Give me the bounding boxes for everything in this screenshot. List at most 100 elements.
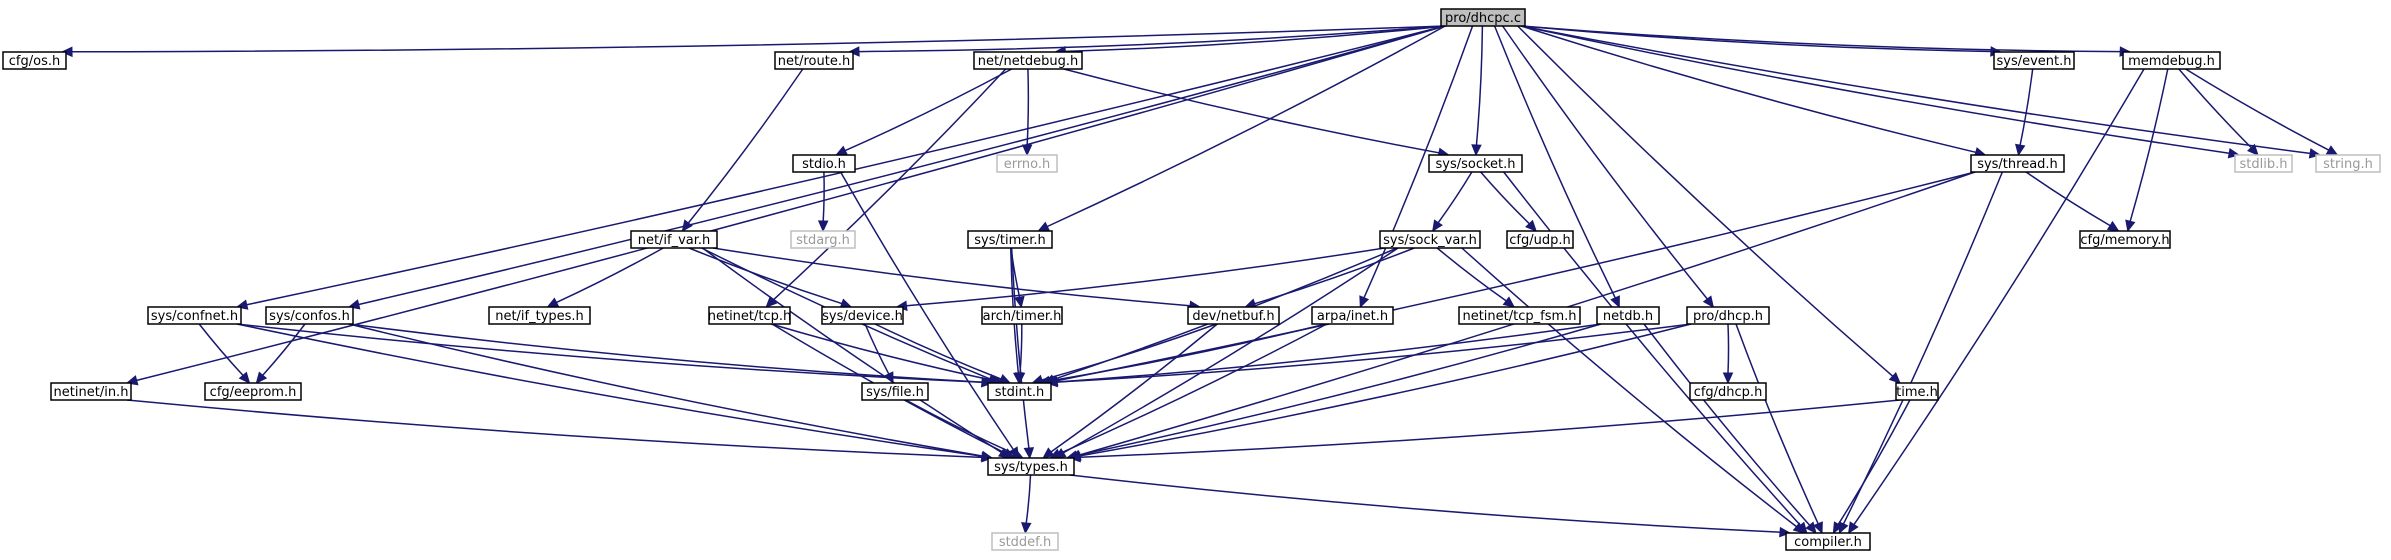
edge-root-to-string [1520,25,2322,159]
edge-arrowhead [1805,521,1817,534]
node-sys-types[interactable]: sys/types.h [987,457,1075,476]
node-box [265,306,354,325]
edge-arrowhead [1014,295,1025,309]
edge-arrowhead [1021,522,1032,535]
edge-sys_socket-to-sys_sock_var [1432,171,1473,233]
edge-arrowhead [1779,526,1792,538]
node-label: stddef.h [999,535,1051,550]
node-label: stdio.h [802,157,846,172]
node-netdb[interactable]: netdb.h [1596,306,1660,325]
edge-netdb-to-compiler [1643,323,1817,534]
node-pro-dhcp[interactable]: pro/dhcp.h [1686,306,1770,325]
node-box [987,382,1052,401]
node-sys-confnet[interactable]: sys/confnet.h [147,306,242,325]
node-dev-netbuf[interactable]: dev/netbuf.h [1187,306,1280,325]
edge-arrowhead [981,452,994,463]
edge-arrowhead [847,46,860,57]
node-box [50,382,132,401]
node-label: errno.h [1004,157,1051,172]
node-sys-file[interactable]: sys/file.h [861,382,929,401]
edge-pro_dhcp-to-compiler [1735,323,1823,535]
edge-netdebug-to-errno [1021,68,1033,157]
node-box [996,154,1058,173]
edge-line [2019,68,2034,146]
edge-sys_thread-to-compiler [1838,171,2004,535]
edge-sys_sock_var-to-compiler [1461,247,1806,534]
node-sys-device[interactable]: sys/device.h [821,306,904,325]
node-sys-sock-var[interactable]: sys/sock_var.h [1379,230,1481,249]
node-stdio[interactable]: stdio.h [792,154,856,173]
edge-line [858,25,1446,53]
edge-line [906,247,1385,307]
edge-sys_socket-to-cfg_udp [1480,171,1537,232]
node-cfg-os[interactable]: cfg/os.h [2,51,67,70]
node-sys-event[interactable]: sys/event.h [1993,51,2075,70]
node-cfg-dhcp[interactable]: cfg/dhcp.h [1689,382,1767,401]
node-errno: errno.h [996,154,1058,173]
edge-line [1853,68,2145,525]
node-label: stdlib.h [2240,157,2288,172]
node-netinet-in[interactable]: netinet/in.h [50,382,132,401]
node-label: net/if_types.h [495,309,584,324]
node-label: pro/dhcpc.c [1445,11,1521,26]
edge-line [2025,171,2111,227]
node-cfg-eeprom[interactable]: cfg/eeprom.h [204,382,302,401]
node-box [861,382,929,401]
edge-line [1501,25,1708,300]
edge-line [688,247,843,305]
node-sys-socket[interactable]: sys/socket.h [1428,154,1523,173]
node-net-route[interactable]: net/route.h [774,51,854,70]
edge-line [358,25,1446,306]
edge-sys_confos-to-cfg_eeprom [255,323,306,384]
node-box [2315,154,2381,173]
node-label: sys/thread.h [1977,157,2058,172]
node-box [1689,382,1767,401]
node-label: sys/types.h [994,460,1068,475]
node-memdebug[interactable]: memdebug.h [2122,51,2221,70]
edge-arrowhead [1359,295,1370,309]
node-box [987,457,1075,476]
node-time[interactable]: time.h [1895,382,1939,401]
node-arch-timer[interactable]: arch/timer.h [981,306,1063,325]
node-box [967,230,1053,249]
node-netinet-tcp-fsm[interactable]: netinet/tcp_fsm.h [1458,306,1581,325]
node-box [1311,306,1394,325]
edge-line [1019,323,1023,374]
edge-arrowhead [835,145,848,156]
edge-arrowhead [1722,372,1734,385]
node-box [1686,306,1770,325]
edge-arrowhead [60,46,73,58]
node-stdint[interactable]: stdint.h [987,382,1052,401]
node-label: netdb.h [1603,309,1653,324]
node-netdebug[interactable]: net/netdebug.h [973,51,1083,70]
node-cfg-udp[interactable]: cfg/udp.h [1506,230,1574,249]
node-netinet-tcp[interactable]: netinet/tcp.h [708,306,792,325]
node-label: pro/dhcp.h [1693,309,1763,324]
node-box [2122,51,2221,70]
edge-line [1643,323,1811,526]
node-sys-confos[interactable]: sys/confos.h [265,306,354,325]
edge-arrowhead [1021,144,1033,157]
node-compiler[interactable]: compiler.h [1785,532,1871,551]
edge-line [236,323,983,383]
node-box [630,230,718,249]
edge-sys_thread-to-stdint [1045,171,1976,386]
node-net-if-types[interactable]: net/if_types.h [488,306,591,325]
node-sys-timer[interactable]: sys/timer.h [967,230,1053,249]
edge-arrowhead [1042,447,1055,459]
node-net-if-var[interactable]: net/if_var.h [630,230,718,249]
edge-net_route-to-net_if_var [681,68,804,232]
node-root[interactable]: pro/dhcpc.c [1440,8,1526,27]
node-label: time.h [1896,385,1938,400]
edge-line [1735,323,1819,525]
node-box [2079,230,2171,249]
node-arpa-inet[interactable]: arpa/inet.h [1311,306,1394,325]
node-cfg-memory[interactable]: cfg/memory.h [2079,230,2171,249]
edge-netdebug-to-sys_socket [1063,68,1450,158]
node-sys-thread[interactable]: sys/thread.h [1970,154,2065,173]
node-box [821,306,904,325]
node-label: arch/timer.h [983,309,1062,324]
edge-line [1437,171,1473,224]
node-label: sys/confos.h [269,309,350,324]
